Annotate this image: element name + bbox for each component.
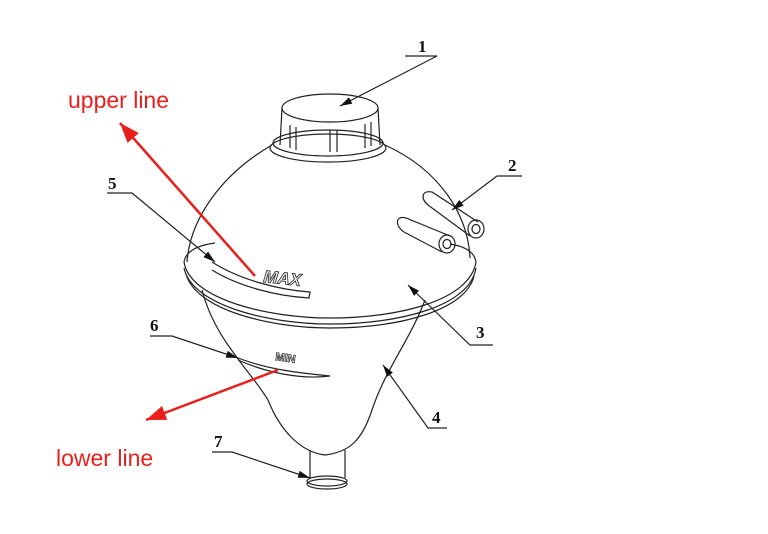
callout-leader-6 bbox=[150, 335, 239, 359]
min-label: MIN bbox=[275, 351, 297, 366]
part-number-1: 1 bbox=[418, 37, 427, 56]
part-number-7: 7 bbox=[214, 432, 223, 451]
callout-leader-4 bbox=[382, 364, 447, 429]
part-number-2: 2 bbox=[508, 156, 517, 175]
part-number-6: 6 bbox=[150, 316, 159, 335]
level-annotations: upper line lower line bbox=[56, 87, 279, 471]
outlet-pipe bbox=[306, 450, 348, 490]
part-callouts: 1 2 3 4 5 6 7 bbox=[107, 37, 522, 479]
callout-leader-7 bbox=[212, 451, 311, 479]
lower-body bbox=[201, 289, 426, 456]
callout-leader-5 bbox=[107, 192, 216, 263]
upper-line-label: upper line bbox=[68, 87, 169, 113]
tank-drawing: MAX MIN bbox=[183, 93, 485, 490]
lower-line-arrow bbox=[145, 368, 279, 422]
upper-sphere bbox=[186, 144, 471, 263]
callout-leader-2 bbox=[451, 175, 522, 211]
part-number-4: 4 bbox=[432, 408, 441, 427]
hose-connectors bbox=[396, 191, 485, 254]
rim-band bbox=[183, 242, 477, 329]
callout-leader-3 bbox=[407, 284, 493, 346]
callout-leader-1 bbox=[339, 55, 438, 107]
part-number-3: 3 bbox=[476, 323, 485, 342]
max-label: MAX bbox=[263, 267, 304, 290]
lower-line-label: lower line bbox=[56, 445, 153, 471]
filler-cap bbox=[269, 93, 387, 163]
max-line-mark bbox=[211, 261, 311, 299]
upper-line-arrow bbox=[119, 122, 256, 277]
min-line-mark bbox=[237, 357, 331, 378]
part-number-5: 5 bbox=[108, 174, 117, 193]
